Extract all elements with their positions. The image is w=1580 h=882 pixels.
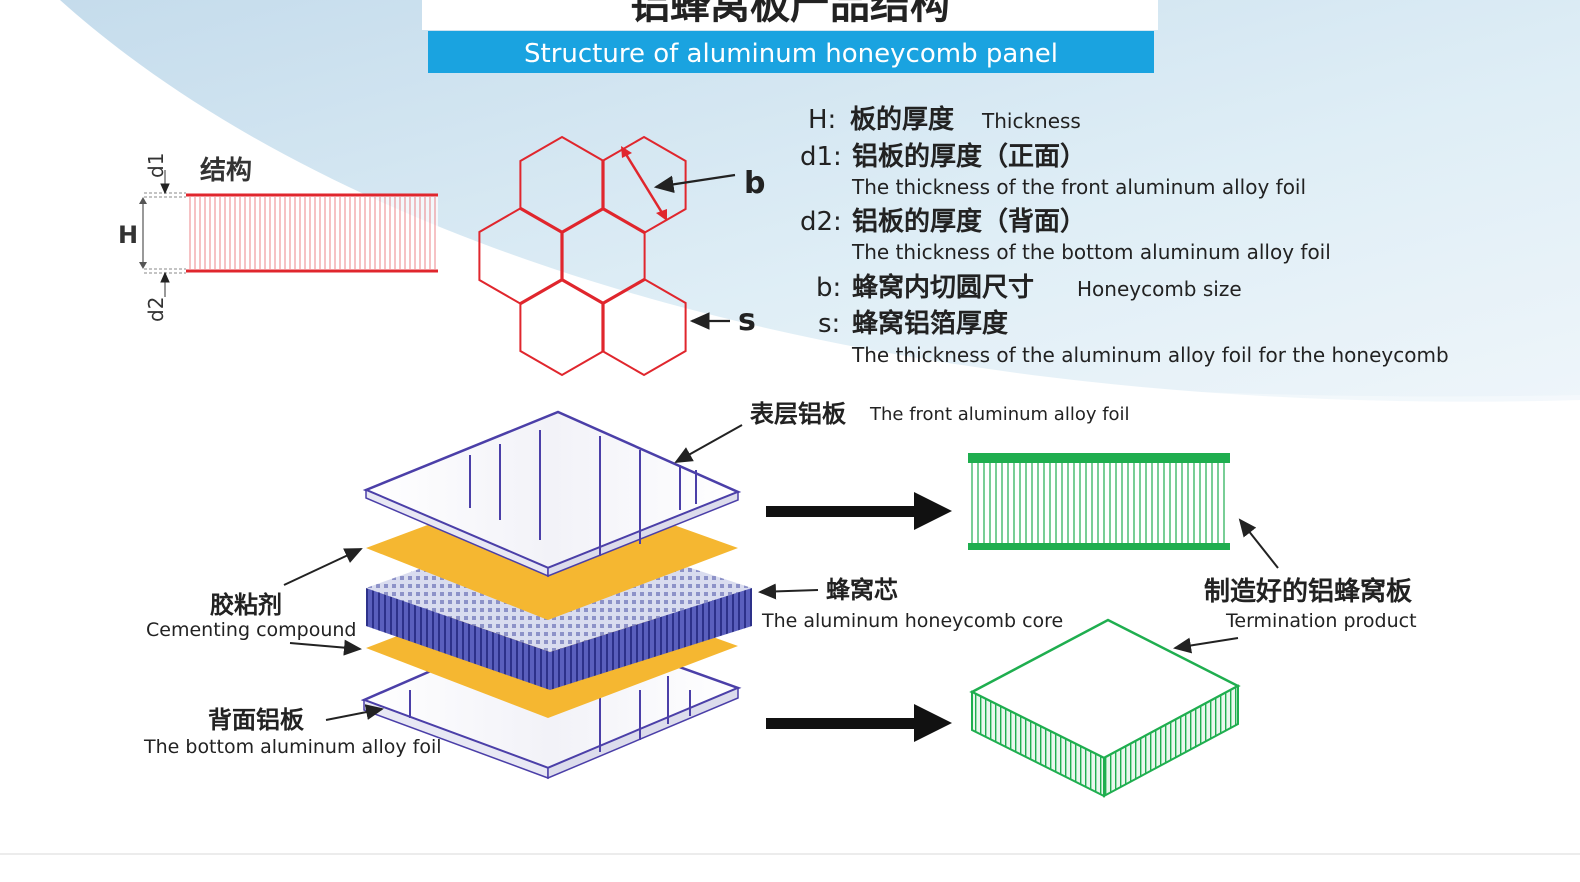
hexagon-grid: b s [478,135,765,377]
legend-h-en: Thickness [981,109,1081,133]
dim-d2: d2 [144,297,168,322]
top-plate [362,410,742,578]
dim-h: H [118,221,138,249]
cross-section-core-lines [189,197,436,269]
legend-s-key: s: [818,309,840,339]
dim-d1: d1 [144,153,168,178]
product-labels: 制造好的铝蜂窝板 Termination product [1173,518,1417,654]
hex-label-s: s [738,303,756,338]
title-banner [428,31,1154,73]
bottom-plate-en: The bottom aluminum alloy foil [143,736,442,758]
legend-d1-cn: 铝板的厚度（正面） [852,141,1086,172]
legend-h-key: H: [808,105,836,135]
header: 铝蜂窝板产品结构 Structure of aluminum honeycomb… [422,0,1158,73]
adhesive-en: Cementing compound [146,619,356,641]
legend-d2-en: The thickness of the bottom aluminum all… [851,240,1331,264]
core-cn: 蜂窝芯 [826,576,898,604]
legend-d1-key: d1: [800,142,842,172]
cross-section: 结构 d1 H d2 [118,153,438,322]
hex-label-b: b [744,166,765,201]
front-plate-en: The front aluminum alloy foil [869,404,1130,425]
front-plate-cn: 表层铝板 [750,400,847,428]
core-en: The aluminum honeycomb core [761,610,1063,632]
legend-h-cn: 板的厚度 [850,104,954,135]
hexagon-cell [601,277,687,377]
legend-d1-en: The thickness of the front aluminum allo… [851,175,1306,199]
bottom-plate-cn: 背面铝板 [208,706,305,734]
adhesive-cn: 胶粘剂 [210,591,282,619]
legend: H: 板的厚度 Thickness d1: 铝板的厚度（正面） The thic… [800,104,1449,367]
legend-b-cn: 蜂窝内切圆尺寸 [852,272,1034,303]
legend-s-cn: 蜂窝铝箔厚度 [852,308,1008,339]
title-en: Structure of aluminum honeycomb panel [524,39,1058,69]
product-panel [969,618,1241,798]
legend-d2-key: d2: [800,207,842,237]
cross-section-label: 结构 [200,156,252,186]
legend-b-key: b: [816,273,841,303]
process-arrows [766,492,952,742]
legend-s-en: The thickness of the aluminum alloy foil… [851,343,1449,367]
product-cn: 制造好的铝蜂窝板 [1204,576,1412,607]
product-en: Termination product [1225,610,1417,632]
exploded-view: 表层铝板 The front aluminum alloy foil 胶粘剂 C… [143,400,1130,780]
product-section [968,453,1230,550]
legend-b-en: Honeycomb size [1077,277,1242,301]
legend-d2-cn: 铝板的厚度（背面） [852,206,1086,237]
title-cn: 铝蜂窝板产品结构 [630,0,950,28]
